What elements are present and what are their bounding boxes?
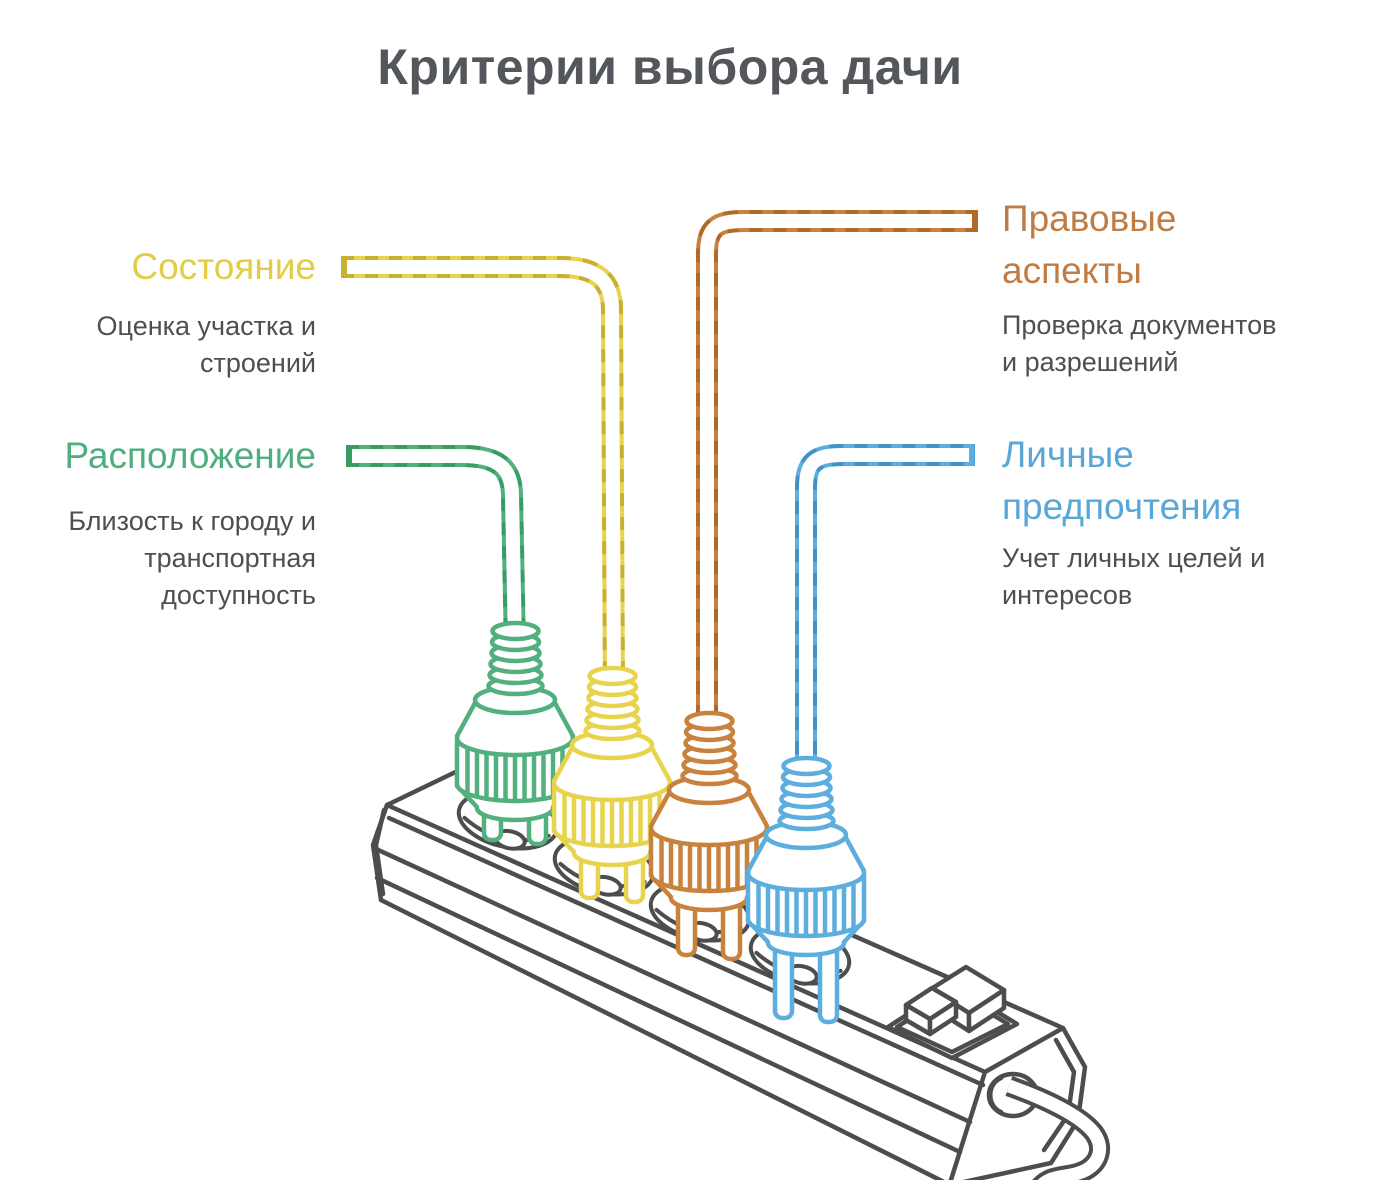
criterion-condition-label: Состояние bbox=[131, 246, 316, 287]
criterion-personal-desc-block: Учет личных целей и интересов bbox=[1002, 540, 1346, 614]
power-switch bbox=[885, 964, 1020, 1061]
plug-location bbox=[457, 623, 573, 847]
criterion-location-description: Близость к городу и транспортная доступн… bbox=[68, 506, 316, 610]
cable-legal bbox=[696, 210, 978, 742]
power-strip bbox=[370, 763, 1088, 1180]
criterion-legal-desc-block: Проверка документов и разрешений bbox=[1002, 307, 1346, 381]
cable-condition bbox=[341, 256, 625, 701]
strip-left-end-bevel bbox=[373, 807, 387, 897]
power-cord bbox=[1005, 1076, 1110, 1180]
cord-grommet-inner bbox=[988, 1075, 1004, 1115]
criterion-location-desc-block: Близость к городу и транспортная доступн… bbox=[0, 503, 316, 614]
plug-personal bbox=[748, 758, 864, 1025]
cable-personal bbox=[795, 444, 975, 778]
plug-legal bbox=[651, 713, 767, 962]
criterion-personal-label: Личные предпочтения bbox=[1002, 434, 1242, 527]
strip-side-bevel-1 bbox=[371, 845, 973, 1125]
plug-condition bbox=[554, 668, 670, 905]
criterion-condition-description: Оценка участка и строений bbox=[96, 311, 316, 378]
criterion-personal-description: Учет личных целей и интересов bbox=[1002, 543, 1266, 610]
criterion-legal: Правовые аспекты bbox=[1002, 193, 1346, 297]
strip-right-end-edge bbox=[948, 1025, 1066, 1180]
criterion-legal-description: Проверка документов и разрешений bbox=[1002, 310, 1277, 377]
criterion-location-label: Расположение bbox=[64, 435, 316, 476]
criterion-legal-label: Правовые аспекты bbox=[1002, 198, 1177, 291]
strip-right-end-bevel bbox=[1041, 1037, 1077, 1153]
criterion-condition: Состояние bbox=[0, 241, 316, 293]
strip-side-bevel-2 bbox=[374, 875, 963, 1155]
cable-location bbox=[346, 445, 526, 651]
page-title: Критерии выбора дачи bbox=[377, 39, 963, 95]
criterion-condition-desc-block: Оценка участка и строений bbox=[0, 308, 316, 382]
criterion-location: Расположение bbox=[0, 430, 316, 482]
criterion-personal: Личные предпочтения bbox=[1002, 429, 1346, 533]
